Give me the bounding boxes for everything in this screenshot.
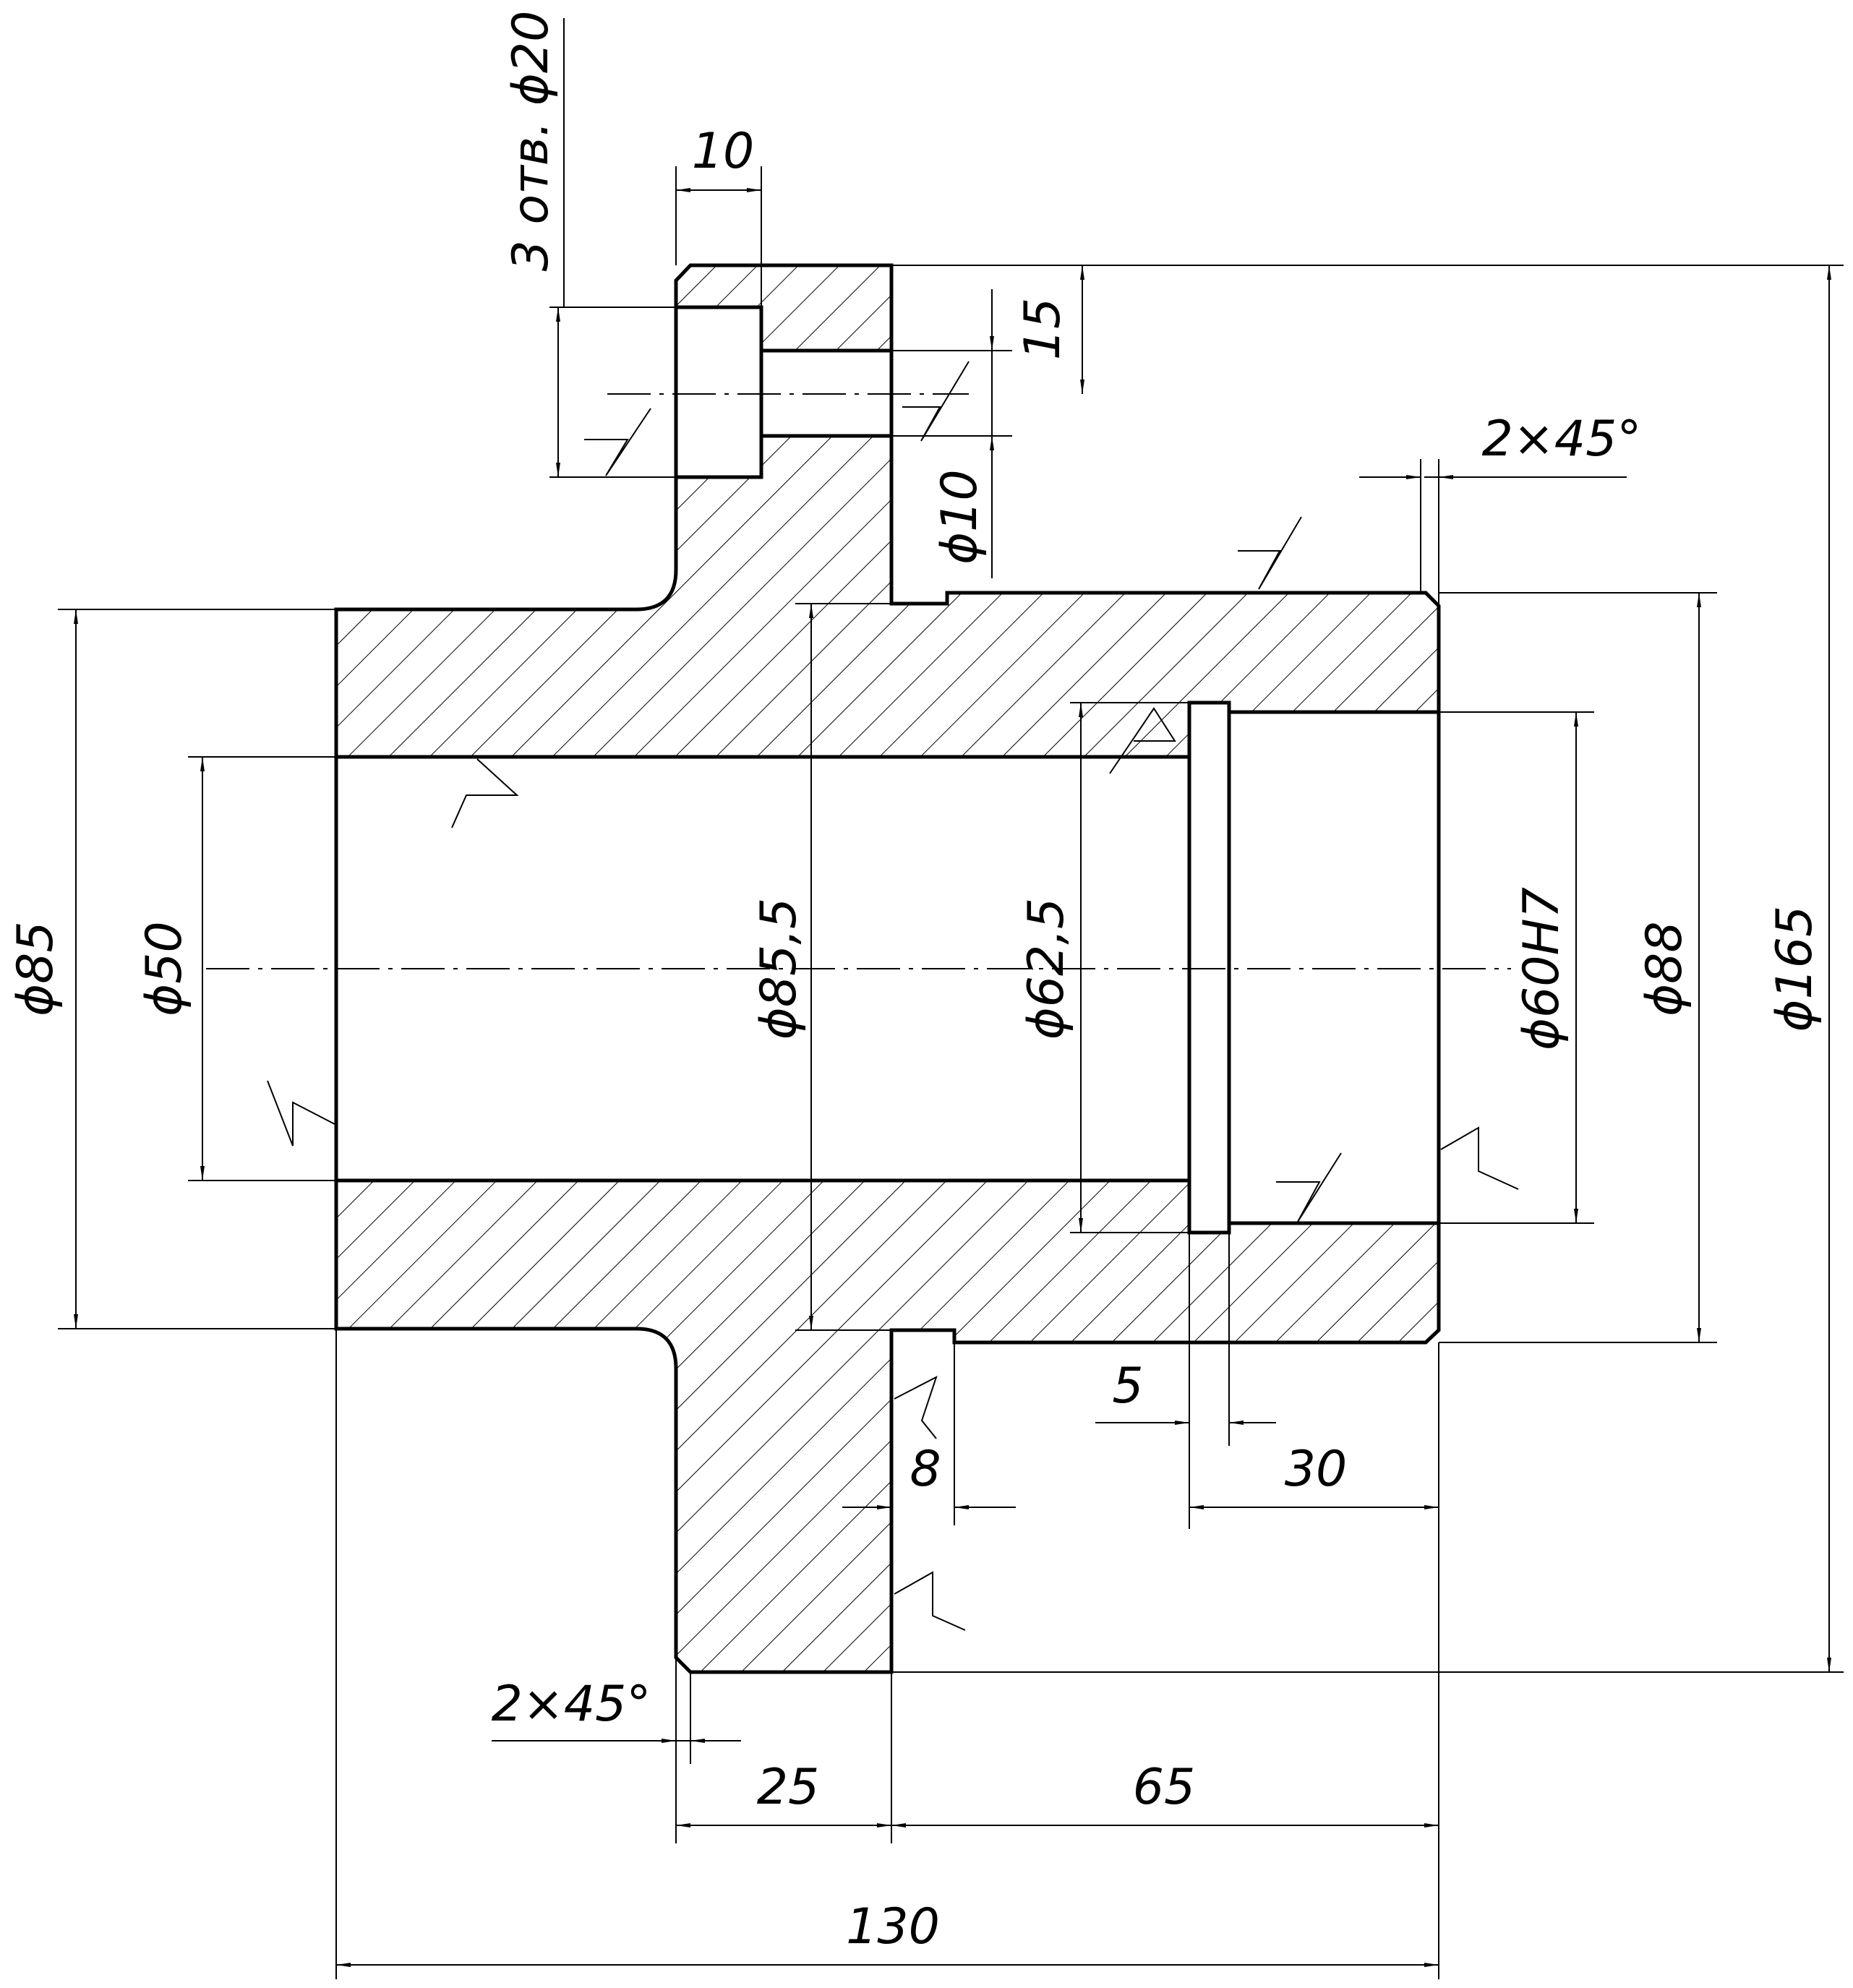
dim-text-chamfer-right: 2×45° xyxy=(1482,411,1642,468)
dim-text-w65: 65 xyxy=(1133,1759,1196,1816)
dimension-texts: ϕ85 ϕ50 ϕ85,5 ϕ62,5 ϕ60H7 ϕ88 ϕ165 ϕ10 3… xyxy=(7,11,1823,1955)
section-hatching xyxy=(336,265,1439,1672)
dim-text-d85: ϕ85 xyxy=(7,921,64,1016)
dim-text-w130: 130 xyxy=(846,1898,940,1955)
dim-text-d62-5: ϕ62,5 xyxy=(1018,898,1075,1040)
dim-text-chamfer-left: 2×45° xyxy=(492,1676,651,1733)
lower-section-hatch xyxy=(336,1181,1439,1672)
dim-text-d85-5: ϕ85,5 xyxy=(750,898,808,1040)
bolt-hole-through xyxy=(761,348,891,438)
outer-upper-contour xyxy=(334,263,1441,757)
dim-text-d60h7: ϕ60H7 xyxy=(1513,887,1570,1050)
roughness-symbol xyxy=(1238,516,1302,590)
roughness-symbol xyxy=(267,1080,335,1147)
dim-text-w30: 30 xyxy=(1285,1441,1348,1498)
dim-text-d88: ϕ88 xyxy=(1636,921,1693,1016)
extension-lines xyxy=(58,18,1844,1979)
groove xyxy=(1187,700,1231,1235)
roughness-symbol xyxy=(894,1571,966,1631)
dim-text-d50: ϕ50 xyxy=(136,921,193,1016)
center-lines xyxy=(206,393,1511,969)
flange-top-hatch xyxy=(676,265,891,351)
dim-text-h15: 15 xyxy=(1014,298,1071,361)
dimension-lines xyxy=(74,188,1831,1967)
roughness-symbol xyxy=(894,1375,938,1439)
outer-lower-contour xyxy=(334,1181,1441,1674)
dim-text-w8: 8 xyxy=(910,1441,941,1498)
roughness-symbols xyxy=(267,361,1519,1631)
roughness-symbol xyxy=(584,408,651,476)
part-outline xyxy=(334,263,1441,1674)
dim-text-w25: 25 xyxy=(757,1759,820,1816)
roughness-symbol xyxy=(451,758,519,828)
dim-text-d165: ϕ165 xyxy=(1766,906,1823,1032)
roughness-symbol xyxy=(902,361,970,442)
dim-text-w10: 10 xyxy=(692,123,755,180)
roughness-symbol xyxy=(1276,1152,1342,1222)
roughness-symbol xyxy=(1109,707,1176,774)
dim-text-w5: 5 xyxy=(1112,1358,1143,1415)
dim-text-d10: ϕ10 xyxy=(931,469,988,564)
upper-section-hatch xyxy=(336,436,1439,757)
dim-text-holes-note: 3 отв. ϕ20 xyxy=(502,11,560,272)
roughness-symbol xyxy=(1440,1126,1519,1190)
bolt-hole-counterbore xyxy=(676,305,763,479)
